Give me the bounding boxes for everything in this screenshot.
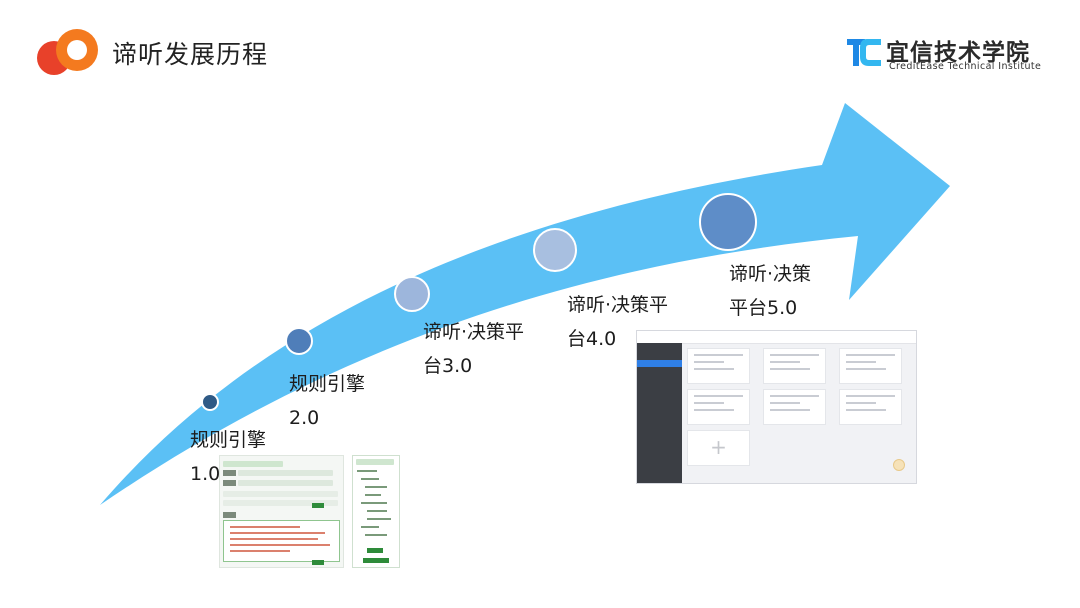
screenshot-card — [763, 389, 826, 425]
tree-line — [367, 518, 391, 520]
screenshot-button — [312, 503, 324, 508]
code-line — [230, 532, 325, 534]
screenshot-card — [839, 389, 902, 425]
screenshot-topbar — [637, 331, 916, 344]
milestone-version: 平台5.0 — [729, 297, 798, 319]
screenshot-button — [312, 560, 324, 565]
rule-tree-screenshot — [352, 455, 400, 568]
screenshot-float-button — [893, 459, 905, 471]
milestone-name: 规则引擎 — [190, 429, 267, 451]
screenshot-button — [363, 558, 389, 563]
milestone-dot-1 — [201, 393, 219, 411]
milestone-name: 谛听·决策平 — [567, 294, 669, 316]
plus-icon: + — [687, 430, 750, 466]
tree-line — [367, 510, 387, 512]
code-line — [230, 538, 318, 540]
code-line — [230, 544, 330, 546]
milestone-dot-5 — [699, 193, 757, 251]
milestone-version: 台3.0 — [423, 355, 473, 377]
code-line — [230, 550, 290, 552]
tree-line — [361, 478, 379, 480]
orange-ring-logo-icon — [37, 29, 98, 75]
screenshot-button — [367, 548, 383, 553]
screenshot-row — [356, 459, 394, 465]
milestone-name: 规则引擎 — [289, 373, 366, 395]
tree-line — [365, 494, 381, 496]
milestone-label-3: 谛听·决策平 台3.0 — [423, 315, 524, 383]
milestone-dot-2 — [285, 327, 313, 355]
brand-name: 宜信技术学院 — [886, 40, 1030, 66]
milestone-dot-3 — [394, 276, 430, 312]
screenshot-card — [687, 389, 750, 425]
screenshot-tag — [223, 480, 236, 486]
tree-line — [365, 534, 387, 536]
platform-screenshot: + — [636, 330, 917, 484]
page-title: 谛听发展历程 — [112, 40, 269, 69]
tc-logo-icon — [847, 39, 881, 66]
screenshot-row — [238, 470, 333, 476]
milestone-label-2: 规则引擎 2.0 — [289, 367, 365, 435]
screenshot-row — [223, 500, 338, 506]
screenshot-card — [687, 348, 750, 384]
screenshot-tag — [223, 512, 236, 518]
brand-subtitle: CreditEase Technical Institute — [889, 61, 1042, 72]
milestone-version: 2.0 — [289, 407, 320, 429]
milestone-name: 谛听·决策 — [729, 263, 812, 285]
screenshot-card — [763, 348, 826, 384]
screenshot-row — [238, 480, 333, 486]
milestone-version: 1.0 — [190, 463, 221, 485]
screenshot-card — [839, 348, 902, 384]
screenshot-code-box — [223, 520, 340, 562]
tree-line — [365, 486, 387, 488]
rule-engine-screenshot — [219, 455, 344, 568]
screenshot-row — [223, 491, 338, 497]
milestone-label-5: 谛听·决策 平台5.0 — [729, 257, 811, 325]
screenshot-tab-bar — [223, 461, 283, 467]
milestone-dot-4 — [533, 228, 577, 272]
tree-line — [361, 526, 379, 528]
tree-line — [361, 502, 387, 504]
code-line — [230, 526, 300, 528]
milestone-label-1: 规则引擎 1.0 — [190, 423, 266, 491]
milestone-name: 谛听·决策平 — [423, 321, 525, 343]
tree-line — [357, 470, 377, 472]
milestone-label-4: 谛听·决策平 台4.0 — [567, 288, 668, 356]
milestone-version: 台4.0 — [567, 328, 617, 350]
screenshot-tag — [223, 470, 236, 476]
screenshot-sidebar-selected — [637, 360, 682, 367]
